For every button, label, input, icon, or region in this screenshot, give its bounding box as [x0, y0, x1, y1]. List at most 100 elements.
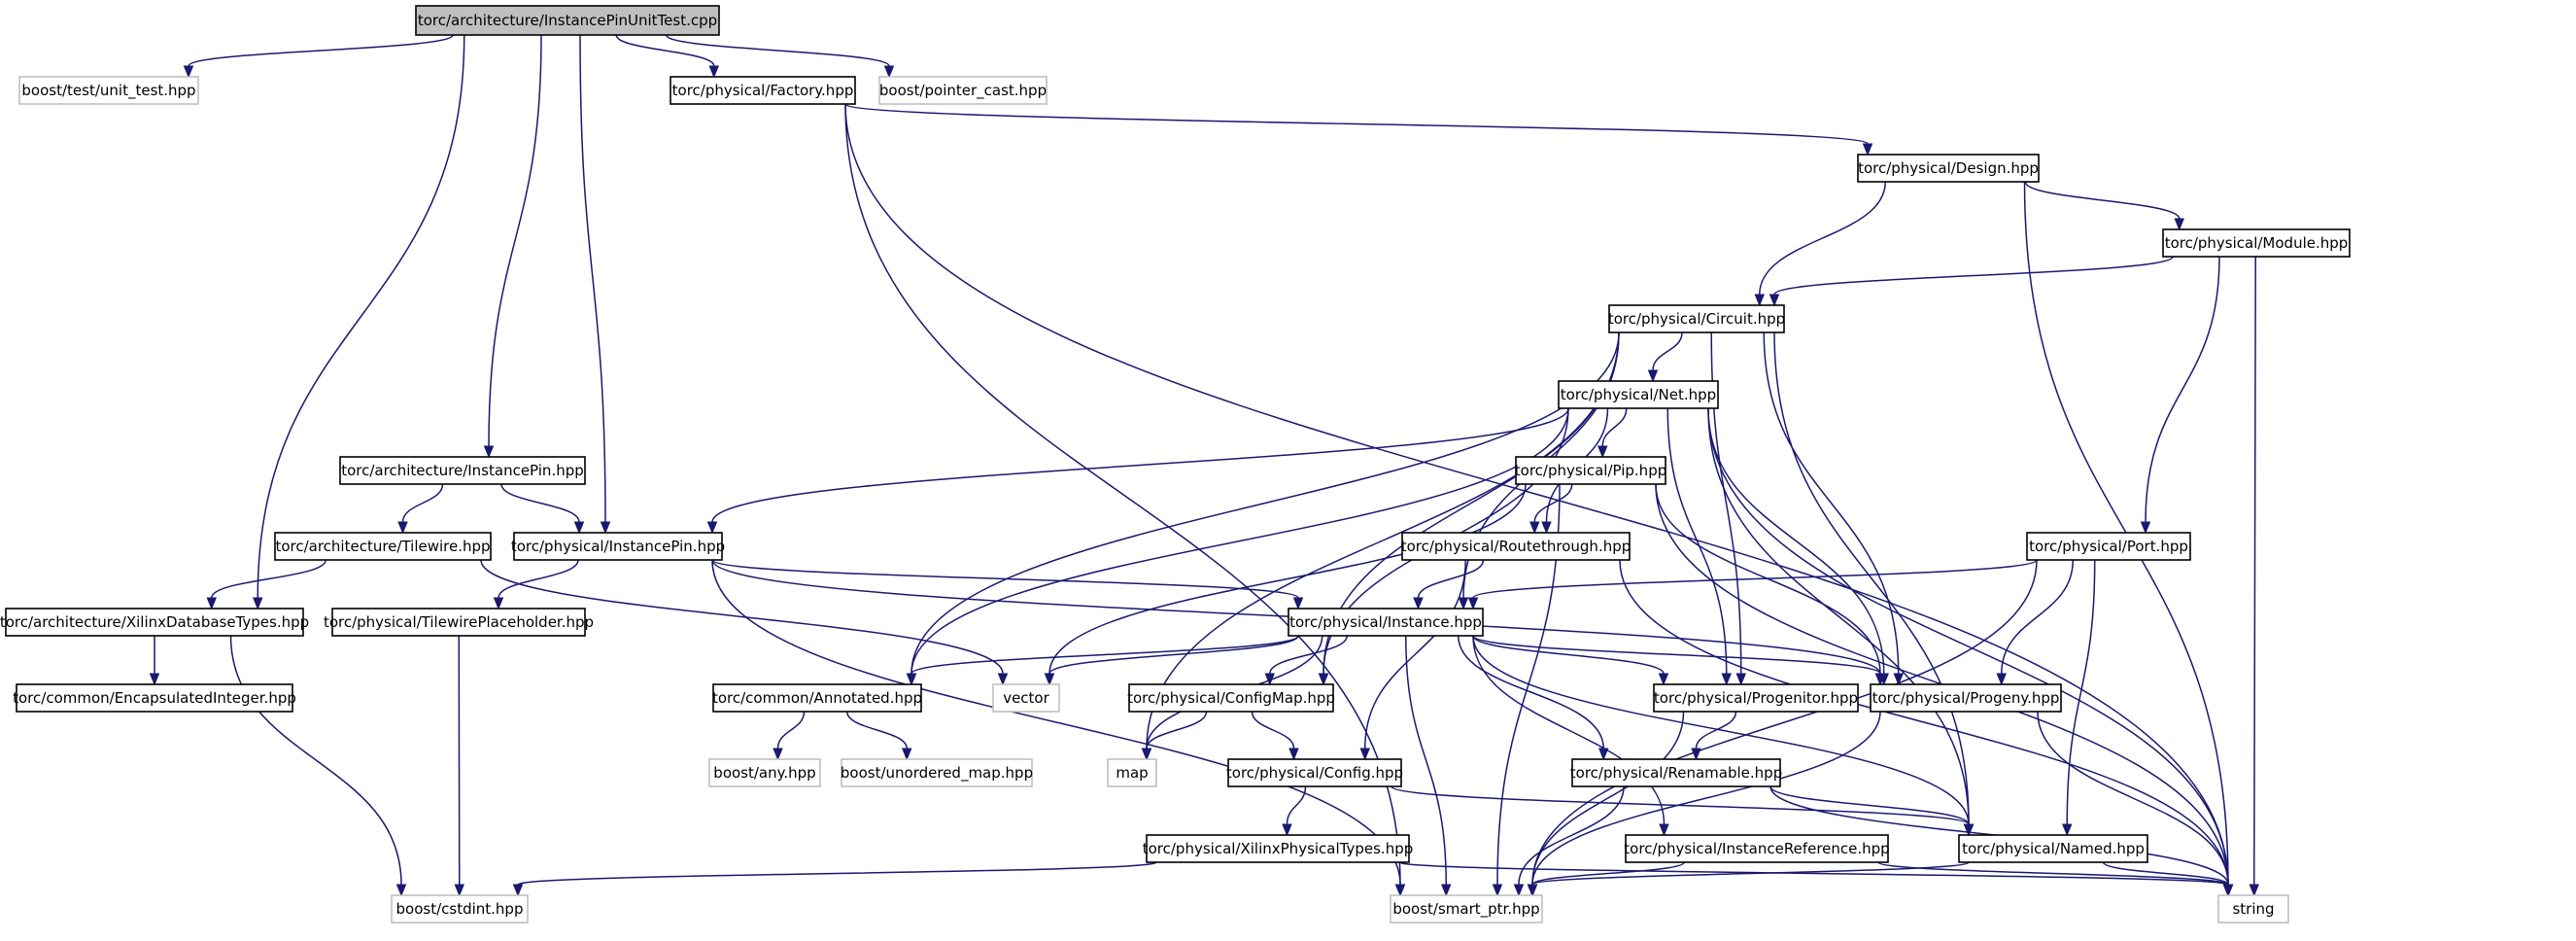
- edge-circuit-to-progeny: [1763, 331, 1904, 686]
- edge-arrowhead: [483, 445, 495, 459]
- node-xilinxphys[interactable]: torc/physical/XilinxPhysicalTypes.hpp: [1143, 834, 1414, 863]
- edge-arrowhead: [902, 748, 912, 761]
- edge-line: [1531, 711, 1685, 886]
- edge-arch-instancepin-to-tilewire: [397, 483, 444, 535]
- edge-root-to-arch-instancepin: [483, 34, 542, 459]
- edge-line: [2253, 256, 2256, 886]
- node-net[interactable]: torc/physical/Net.hpp: [1558, 380, 1719, 409]
- node-label: torc/physical/Named.hpp: [1962, 840, 2145, 857]
- node-box: [2026, 532, 2191, 561]
- edge-arrowhead: [1359, 748, 1370, 761]
- node-label: torc/physical/InstancePin.hpp: [511, 538, 725, 555]
- node-module[interactable]: torc/physical/Module.hpp: [2162, 228, 2351, 258]
- node-port[interactable]: torc/physical/Port.hpp: [2026, 532, 2191, 561]
- node-label: torc/physical/TilewirePlaceholder.hpp: [324, 613, 594, 631]
- node-box: [1227, 758, 1402, 787]
- node-named[interactable]: torc/physical/Named.hpp: [1958, 834, 2148, 863]
- edge-line: [1364, 559, 1466, 749]
- node-box: [339, 456, 586, 485]
- edge-arrowhead: [1044, 673, 1055, 686]
- edge-line: [1048, 483, 1527, 675]
- edge-phys-instancepin-to-tileplaceholder: [493, 559, 579, 610]
- node-progeny[interactable]: torc/physical/Progeny.hpp: [1870, 683, 2062, 713]
- node-routethrough[interactable]: torc/physical/Routethrough.hpp: [1401, 532, 1631, 561]
- edge-arrowhead: [1996, 673, 2007, 686]
- node-tileplaceholder[interactable]: torc/physical/TilewirePlaceholder.hpp: [324, 608, 594, 637]
- node-annotated[interactable]: torc/common/Annotated.hpp: [712, 683, 922, 713]
- node-phys-instancepin[interactable]: torc/physical/InstancePin.hpp: [511, 532, 725, 561]
- node-label: torc/physical/Progenitor.hpp: [1654, 689, 1858, 707]
- node-factory[interactable]: torc/physical/Factory.hpp: [670, 76, 856, 105]
- node-label: torc/physical/InstanceReference.hpp: [1624, 840, 1889, 857]
- edge-pip-to-progeny: [1655, 483, 1886, 686]
- edge-pip-to-routethrough: [1529, 483, 1573, 535]
- node-any[interactable]: boost/any.hpp: [708, 758, 821, 787]
- node-unit-test[interactable]: boost/test/unit_test.hpp: [18, 76, 199, 105]
- edge-progeny-to-smart-ptr: [1527, 711, 1881, 897]
- node-unordered-map[interactable]: boost/unordered_map.hpp: [841, 758, 1033, 787]
- edge-line: [1472, 635, 1666, 825]
- node-renamable[interactable]: torc/physical/Renamable.hpp: [1570, 758, 1782, 787]
- edge-arrowhead: [1492, 884, 1503, 897]
- edge-config-to-named: [1391, 785, 1975, 837]
- edge-annotated-to-unordered-map: [846, 711, 912, 761]
- edge-line: [1269, 635, 1348, 675]
- edge-arrowhead: [600, 521, 611, 535]
- node-encint[interactable]: torc/common/EncapsulatedInteger.hpp: [13, 683, 296, 713]
- node-label: map: [1116, 764, 1148, 782]
- node-label: torc/physical/ConfigMap.hpp: [1127, 689, 1335, 707]
- node-string[interactable]: string: [2217, 894, 2289, 924]
- edge-arrowhead: [1441, 884, 1452, 897]
- edge-arrowhead: [708, 65, 719, 79]
- node-smart-ptr[interactable]: boost/smart_ptr.hpp: [1390, 894, 1543, 924]
- node-map[interactable]: map: [1107, 758, 1157, 787]
- node-box: [841, 758, 1033, 787]
- edge-arrowhead: [1597, 445, 1608, 459]
- node-label: boost/any.hpp: [713, 764, 815, 782]
- edge-port-to-progeny: [1996, 559, 2074, 686]
- node-label: torc/physical/Config.hpp: [1226, 764, 1403, 782]
- node-xilinxdb[interactable]: torc/architecture/XilinxDatabaseTypes.hp…: [0, 608, 309, 637]
- edge-line: [1773, 331, 1970, 825]
- edge-line: [910, 331, 1620, 675]
- edge-port-to-instance: [1467, 559, 2038, 610]
- edge-line: [666, 34, 890, 67]
- node-pointer-cast[interactable]: boost/pointer_cast.hpp: [878, 76, 1048, 105]
- edge-arrowhead: [1458, 597, 1469, 610]
- node-label: torc/architecture/InstancePin.hpp: [341, 462, 584, 479]
- edge-config-to-xilinxphys: [1282, 785, 1307, 837]
- edge-line: [517, 861, 1157, 886]
- node-instance[interactable]: torc/physical/Instance.hpp: [1288, 608, 1484, 637]
- edge-arrowhead: [149, 673, 160, 686]
- edge-instref-to-smart-ptr: [1527, 861, 1685, 897]
- node-configmap[interactable]: torc/physical/ConfigMap.hpp: [1127, 683, 1335, 713]
- edge-line: [1707, 407, 1885, 675]
- node-design[interactable]: torc/physical/Design.hpp: [1857, 154, 2040, 183]
- edge-root-to-xilinxdb: [253, 34, 465, 610]
- node-root[interactable]: torc/architecture/InstancePinUnitTest.cp…: [415, 5, 720, 36]
- edge-line: [1773, 256, 2174, 296]
- edge-line: [844, 103, 1401, 886]
- node-pip[interactable]: torc/physical/Pip.hpp: [1515, 456, 1666, 485]
- node-progenitor[interactable]: torc/physical/Progenitor.hpp: [1653, 683, 1859, 713]
- node-label: torc/physical/Design.hpp: [1858, 159, 2039, 177]
- edge-line: [1458, 635, 1604, 749]
- node-instref[interactable]: torc/physical/InstanceReference.hpp: [1624, 834, 1890, 863]
- edge-arrowhead: [1529, 521, 1540, 535]
- edge-arrowhead: [2249, 884, 2259, 897]
- node-arch-instancepin[interactable]: torc/architecture/InstancePin.hpp: [339, 456, 586, 485]
- node-box: [878, 76, 1048, 105]
- node-box: [1653, 683, 1859, 713]
- node-circuit[interactable]: torc/physical/Circuit.hpp: [1608, 304, 1785, 333]
- edge-arrowhead: [1735, 673, 1746, 686]
- edge-arrowhead: [906, 673, 917, 686]
- node-config[interactable]: torc/physical/Config.hpp: [1226, 758, 1403, 787]
- edge-tilewire-to-vector: [480, 559, 1009, 686]
- node-cstdint[interactable]: boost/cstdint.hpp: [391, 894, 529, 924]
- node-tilewire[interactable]: torc/architecture/Tilewire.hpp: [274, 532, 492, 561]
- edge-instance-to-progenitor: [1472, 635, 1669, 686]
- edge-line: [1707, 407, 2229, 886]
- edge-arrowhead: [1647, 369, 1659, 383]
- node-vector[interactable]: vector: [992, 683, 1060, 713]
- edge-line: [257, 34, 465, 599]
